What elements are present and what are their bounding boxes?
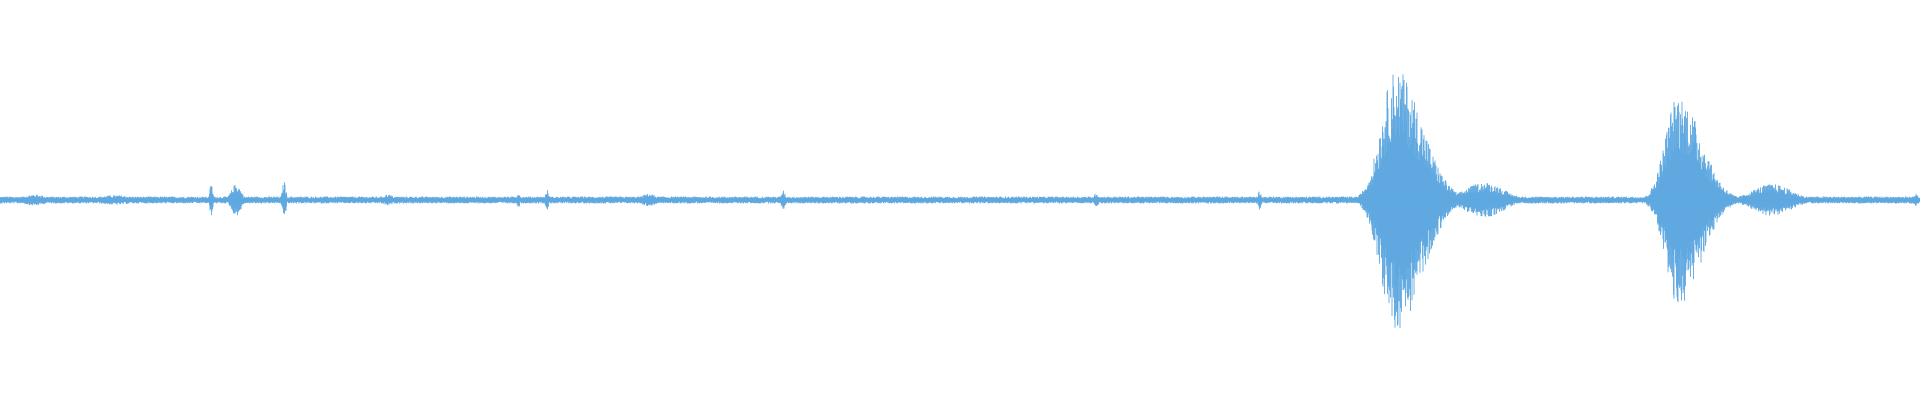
waveform-trace: [0, 74, 1920, 329]
waveform-samples: [0, 74, 1920, 329]
